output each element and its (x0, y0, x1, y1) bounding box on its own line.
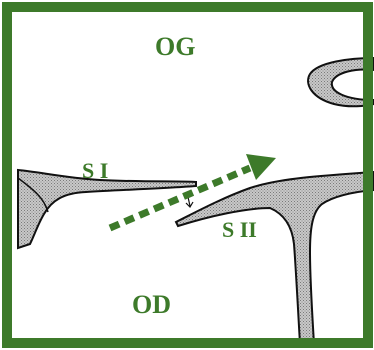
label-s2: S II (222, 217, 257, 242)
label-od: OD (132, 290, 171, 319)
label-og: OG (155, 32, 195, 61)
label-s1: S I (82, 158, 108, 183)
